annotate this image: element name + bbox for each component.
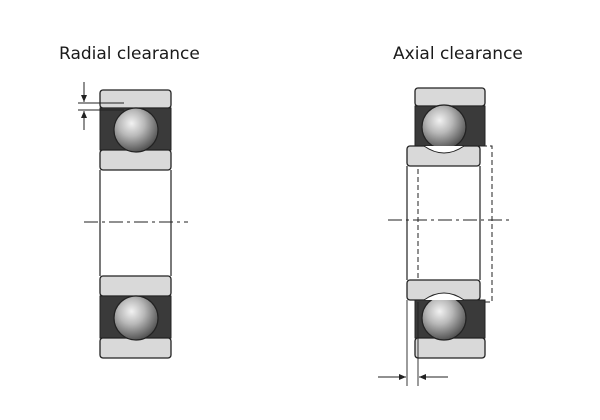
- radial-bottom-section: [99, 275, 172, 359]
- radial-clearance-label: Radial clearance: [59, 44, 200, 64]
- axial-bottom-section: [406, 279, 486, 359]
- radial-bottom-outer-ring: [99, 337, 172, 359]
- axial-bearing: [378, 87, 510, 386]
- axial-clearance-dimension: [378, 300, 448, 386]
- radial-clearance-dimension: [78, 82, 124, 130]
- axial-bottom-outer-ring: [414, 337, 486, 359]
- axial-clearance-label: Axial clearance: [393, 44, 523, 64]
- axial-top-section: [406, 87, 486, 167]
- axial-top-outer-ring: [414, 87, 486, 107]
- radial-bottom-inner-ring: [99, 275, 172, 297]
- axial-bottom-gap-arc: [423, 292, 465, 301]
- axial-top-ball: [421, 104, 467, 150]
- axial-top-gap-arc: [423, 145, 465, 154]
- axial-shifted-ring-outline: [417, 145, 493, 303]
- radial-top-outer-ring: [99, 89, 172, 109]
- axial-bottom-ball: [421, 295, 467, 341]
- radial-bottom-ball: [113, 295, 159, 341]
- radial-top-inner-ring: [99, 149, 172, 171]
- radial-bearing: [78, 82, 188, 359]
- radial-top-ball: [113, 107, 159, 153]
- radial-top-section: [99, 89, 172, 171]
